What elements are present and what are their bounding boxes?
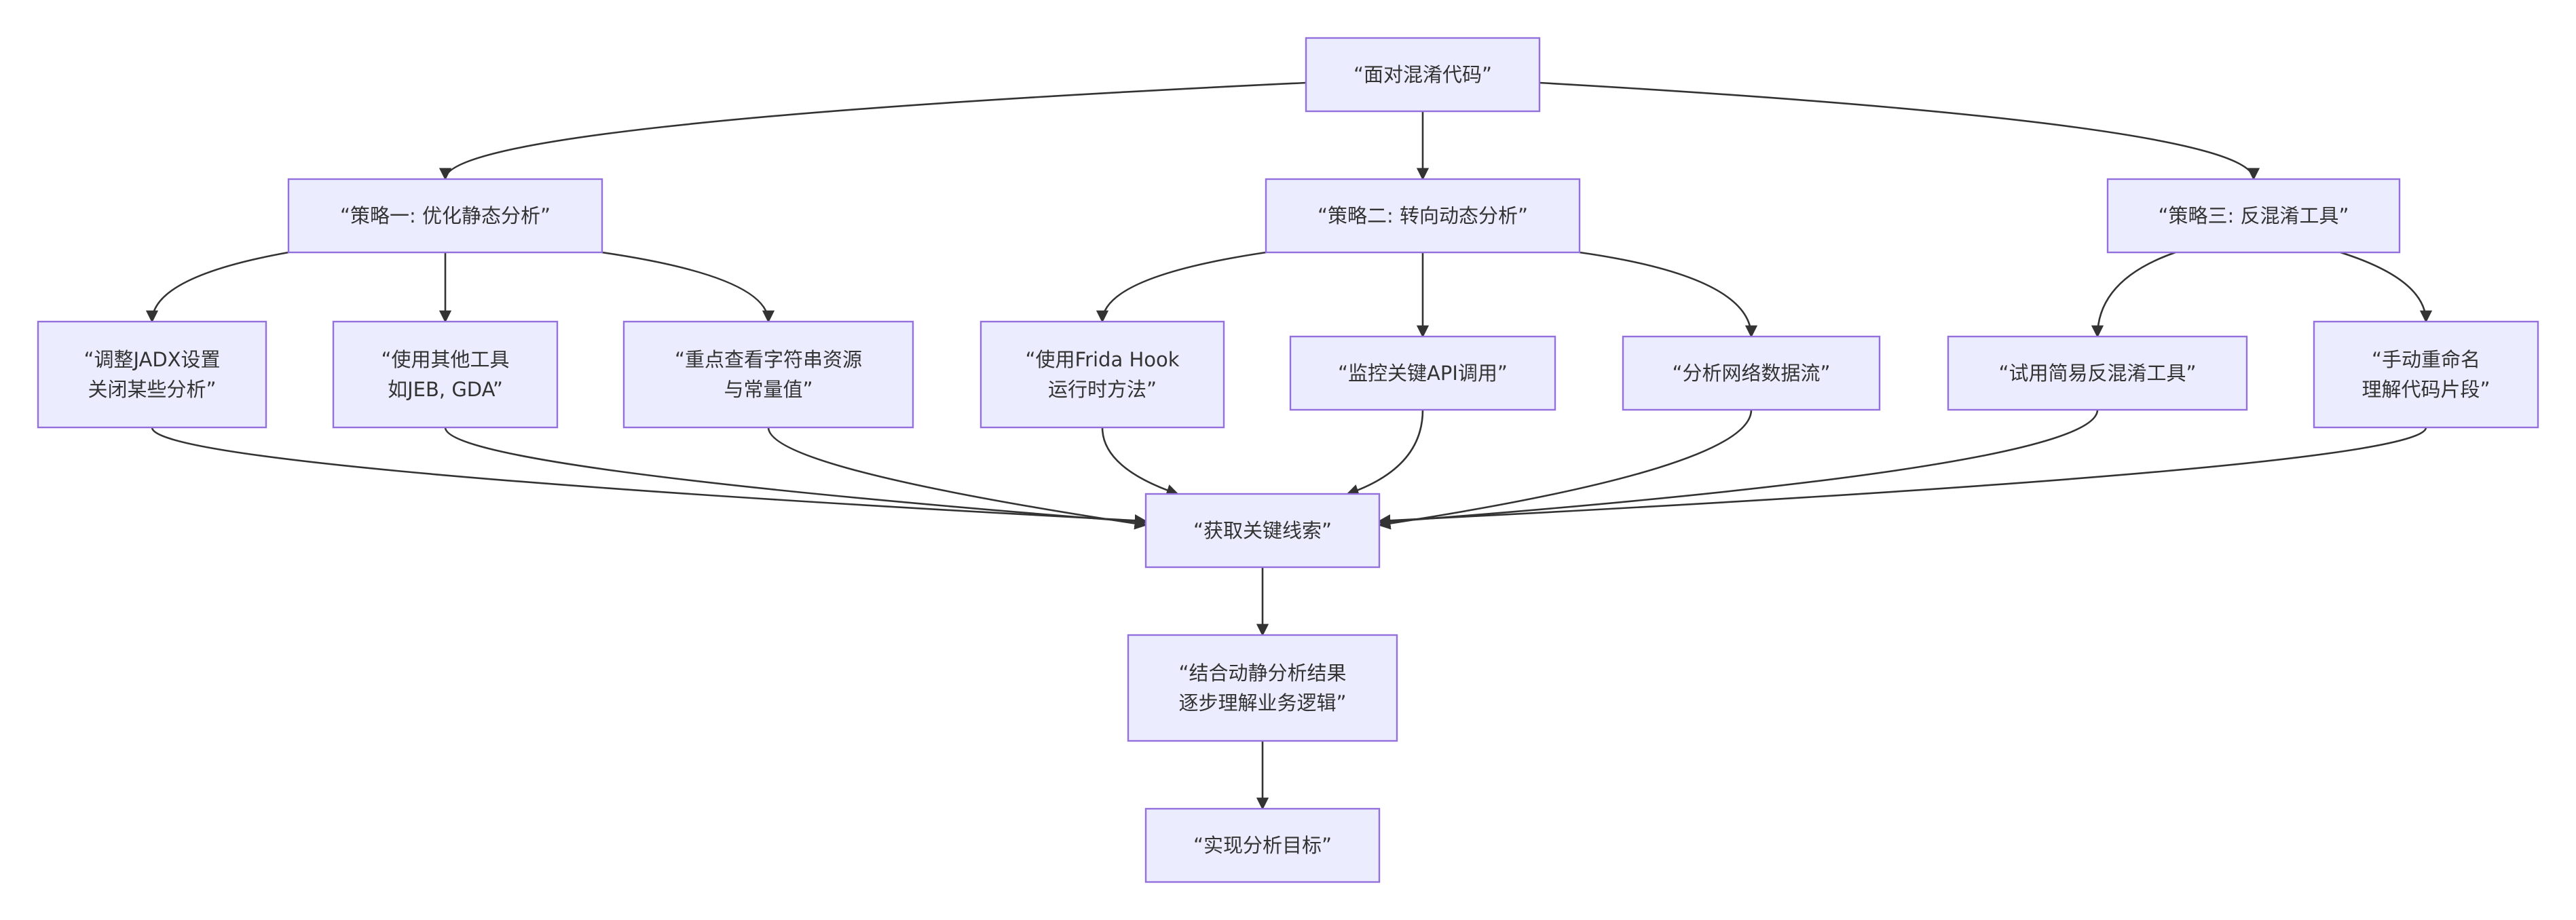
node-label-line: 如JEB, GDA” bbox=[388, 378, 503, 401]
node-label-line: “监控关键API调用” bbox=[1338, 362, 1508, 385]
node-label-line: 与常量值” bbox=[724, 378, 813, 401]
node-label-line: “结合动静分析结果 bbox=[1178, 662, 1346, 685]
node-label-line: “获取关键线索” bbox=[1193, 519, 1332, 542]
node-box bbox=[1305, 37, 1541, 113]
node-box bbox=[2313, 320, 2539, 429]
node-strategy_3: “策略三: 反混淆工具” bbox=[2106, 178, 2401, 254]
edge-strategy_1-to-check_strings bbox=[601, 251, 775, 323]
edge-adjust_jadx-to-get_clues bbox=[151, 427, 1147, 527]
node-label-line: “使用其他工具 bbox=[381, 348, 509, 371]
node-label-line: “面对混淆代码” bbox=[1354, 63, 1492, 86]
node-label-line: 关闭某些分析” bbox=[88, 378, 216, 401]
edge-strategy_3-to-manual_rename bbox=[2340, 251, 2433, 323]
node-label-line: “策略三: 反混淆工具” bbox=[2158, 204, 2349, 227]
node-box bbox=[1144, 807, 1381, 883]
node-label-line: “分析网络数据流” bbox=[1672, 362, 1830, 385]
node-box bbox=[1947, 335, 2248, 411]
node-strategy_2: “策略二: 转向动态分析” bbox=[1265, 178, 1581, 254]
edge-check_strings-to-get_clues bbox=[767, 427, 1147, 530]
node-box bbox=[1144, 493, 1381, 569]
edge-try_deobf-to-get_clues bbox=[1378, 409, 2099, 528]
node-monitor_api: “监控关键API调用” bbox=[1289, 335, 1556, 411]
node-box bbox=[622, 320, 914, 429]
node-box bbox=[1127, 634, 1398, 742]
node-label-line: “策略一: 优化静态分析” bbox=[340, 204, 550, 227]
node-face_obfuscation: “面对混淆代码” bbox=[1305, 37, 1541, 113]
node-label-line: “实现分析目标” bbox=[1193, 834, 1332, 857]
edge-other_tools-to-get_clues bbox=[444, 427, 1147, 528]
node-try_deobf: “试用简易反混淆工具” bbox=[1947, 335, 2248, 411]
node-label-line: “使用Frida Hook bbox=[1025, 348, 1179, 371]
node-analyze_network: “分析网络数据流” bbox=[1622, 335, 1881, 411]
node-label-line: “策略二: 转向动态分析” bbox=[1318, 204, 1528, 227]
node-label-line: “调整JADX设置 bbox=[83, 348, 220, 371]
edge-face_obfuscation-to-strategy_3 bbox=[1539, 81, 2260, 180]
node-label-line: “重点查看字符串资源 bbox=[675, 348, 862, 371]
node-box bbox=[37, 320, 267, 429]
node-label-line: 运行时方法” bbox=[1048, 378, 1157, 401]
edges-layer bbox=[145, 81, 2433, 810]
edge-strategy_1-to-adjust_jadx bbox=[145, 251, 289, 323]
node-box bbox=[1265, 178, 1581, 254]
edge-manual_rename-to-get_clues bbox=[1378, 427, 2427, 527]
edge-strategy_2-to-frida_hook bbox=[1096, 251, 1267, 323]
node-box bbox=[979, 320, 1225, 429]
node-box bbox=[1289, 335, 1556, 411]
node-get_clues: “获取关键线索” bbox=[1144, 493, 1381, 569]
node-box bbox=[332, 320, 559, 429]
node-box bbox=[2106, 178, 2401, 254]
node-strategy_1: “策略一: 优化静态分析” bbox=[287, 178, 603, 254]
edge-strategy_3-to-try_deobf bbox=[2091, 251, 2176, 338]
nodes-layer: “面对混淆代码” “策略一: 优化静态分析” “策略二: 转向动态分析” “策略三: … bbox=[37, 37, 2539, 883]
node-label-line: 理解代码片段” bbox=[2362, 378, 2490, 401]
edge-face_obfuscation-to-strategy_1 bbox=[439, 81, 1307, 180]
node-achieve_goal: “实现分析目标” bbox=[1144, 807, 1381, 883]
node-label-line: “手动重命名 bbox=[2372, 348, 2480, 371]
node-label-line: 逐步理解业务逻辑” bbox=[1178, 691, 1346, 714]
node-box bbox=[287, 178, 603, 254]
node-box bbox=[1622, 335, 1881, 411]
edge-monitor_api-to-get_clues bbox=[1346, 409, 1424, 497]
edge-analyze_network-to-get_clues bbox=[1378, 409, 1753, 530]
edge-frida_hook-to-get_clues bbox=[1101, 427, 1179, 497]
node-frida_hook: “使用Frida Hook 运行时方法” bbox=[979, 320, 1225, 429]
edge-strategy_2-to-analyze_network bbox=[1579, 251, 1758, 338]
node-label-line: “试用简易反混淆工具” bbox=[1998, 362, 2196, 385]
